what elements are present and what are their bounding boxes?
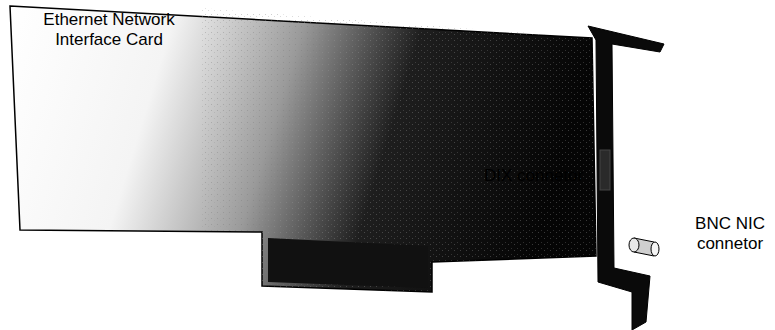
- card-texture: [200, 8, 596, 292]
- bnc-connector: [629, 238, 639, 252]
- dix-connector: [600, 150, 610, 190]
- part-label: DIX connetor: [484, 166, 624, 186]
- card-label: Ethernet Network Interface Card: [14, 10, 204, 51]
- part-label: BNC NIC connetor: [690, 214, 770, 255]
- bnc-face: [651, 242, 659, 256]
- card-board: [10, 6, 596, 292]
- edge-connector: [268, 238, 428, 288]
- mounting-bracket: [588, 26, 664, 330]
